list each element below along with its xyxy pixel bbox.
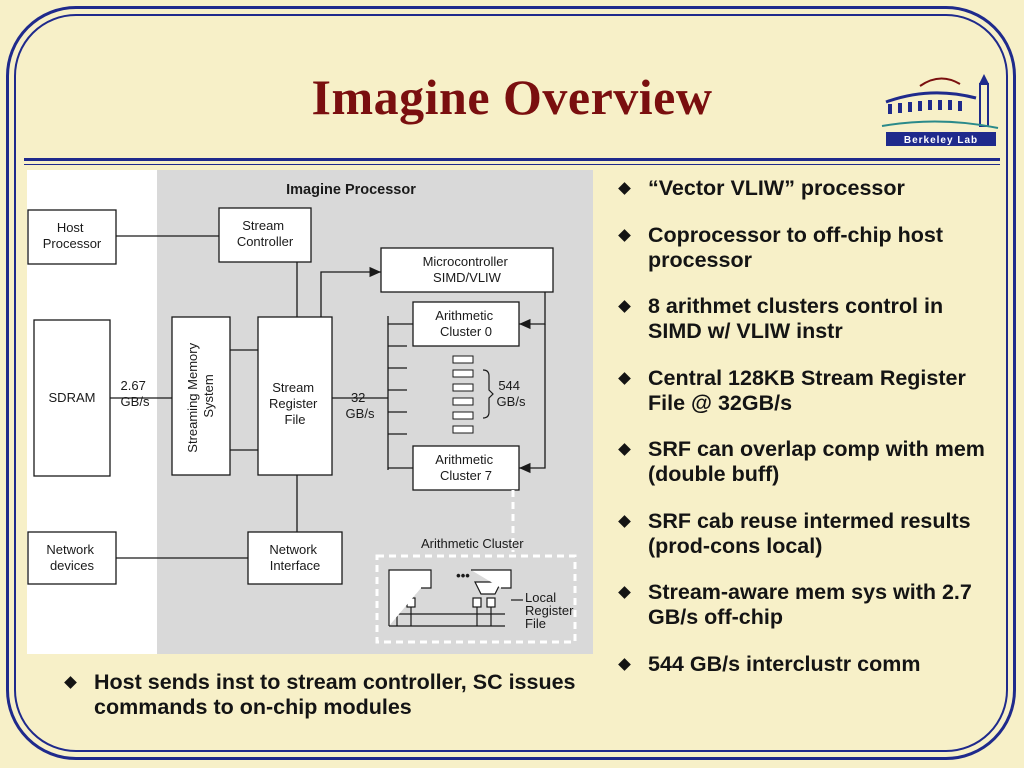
bullet-item: “Vector VLIW” processor (612, 176, 1002, 201)
arith-cluster-0-label: Arithmetic Cluster 0 (435, 308, 496, 339)
logo-text: Berkeley Lab (904, 135, 978, 146)
diamond-bullet-icon (618, 586, 631, 599)
diamond-bullet-icon (618, 371, 631, 385)
bullet-item: SRF cab reuse intermed results (prod-con… (612, 509, 1002, 559)
diamond-bullet-icon (618, 228, 631, 242)
arith-cluster-detail-box (375, 554, 577, 644)
bullet-text: 544 GB/s interclustr comm (648, 651, 921, 676)
diagram-title: Imagine Processor (286, 182, 416, 198)
bullet-text: SRF can overlap comp with mem (double bu… (648, 437, 985, 486)
sdram-label: SDRAM (49, 390, 96, 405)
cluster-bw-brace (482, 369, 494, 419)
bottom-bullet-text: Host sends inst to stream controller, SC… (94, 670, 576, 719)
slide-frame-inner (14, 14, 1008, 752)
microcontroller-label: Microcontroller SIMD/VLIW (423, 254, 512, 285)
bullet-item: Central 128KB Stream Register File @ 32G… (612, 366, 1002, 416)
network-devices-label: Network devices (46, 542, 97, 573)
network-interface-box (247, 531, 343, 585)
streaming-memory-label: Streaming Memory System (185, 339, 216, 452)
srf-label: Stream Register File (269, 380, 321, 427)
diamond-bullet-icon (64, 676, 77, 689)
berkeley-lab-logo-icon: Berkeley Lab (881, 74, 999, 146)
arith-cluster-0-box (412, 301, 520, 347)
cluster-detail-internals (388, 569, 523, 627)
diagram-connections (110, 235, 546, 559)
sdram-box (33, 319, 111, 477)
bullet-list: “Vector VLIW” processor Coprocessor to o… (612, 176, 1002, 698)
diamond-bullet-icon (618, 300, 631, 313)
slide-frame-outer (6, 6, 1016, 760)
host-processor-box (27, 209, 117, 265)
cluster-ellipsis: ••• (456, 568, 470, 583)
bullet-text: 8 arithmet clusters control in SIMD w/ V… (648, 294, 944, 343)
bullet-item: SRF can overlap comp with mem (double bu… (612, 437, 1002, 487)
bullet-item: Coprocessor to off-chip host processor (612, 223, 1002, 273)
host-processor-label: Host Processor (43, 220, 102, 251)
bullet-text: “Vector VLIW” processor (648, 176, 905, 200)
bullet-item: Stream-aware mem sys with 2.7 GB/s off-c… (612, 580, 1002, 630)
bullet-text: Stream-aware mem sys with 2.7 GB/s off-c… (648, 580, 972, 629)
slide-title: Imagine Overview (311, 69, 713, 125)
network-devices-box (27, 531, 117, 585)
microcontroller-box (380, 247, 554, 293)
arith-cluster-detail-label: Arithmetic Cluster (421, 536, 524, 551)
arith-cluster-7-label: Arithmetic Cluster 7 (435, 452, 496, 483)
diamond-bullet-icon (618, 443, 631, 456)
stream-controller-label: Stream Controller (237, 218, 294, 249)
intercluster-stack (452, 355, 474, 434)
diamond-bullet-icon (618, 657, 631, 671)
bullet-text: Coprocessor to off-chip host processor (648, 222, 944, 272)
diamond-bullet-icon (618, 514, 631, 528)
title-rule (24, 158, 1000, 161)
cluster-bw-label: 544 GB/s (497, 378, 526, 409)
imagine-architecture-diagram: Imagine Processor (27, 170, 593, 654)
arith-cluster-7-box (412, 445, 520, 491)
diamond-bullet-icon (618, 182, 631, 195)
stream-controller-box (218, 207, 312, 263)
lrf-label: Local Register File (525, 590, 577, 631)
bullet-item: 8 arithmet clusters control in SIMD w/ V… (612, 294, 1002, 344)
srf-box (257, 316, 333, 476)
srf-bw-label: 32 GB/s (346, 390, 375, 421)
bullet-item: 544 GB/s interclustr comm (612, 652, 1002, 677)
sdram-bw-label: 2.67 GB/s (121, 378, 150, 409)
bullet-text: SRF cab reuse intermed results (prod-con… (648, 508, 971, 558)
streaming-memory-box (171, 316, 231, 476)
bullet-text: Central 128KB Stream Register File @ 32G… (648, 365, 966, 415)
network-interface-label: Network Interface (269, 542, 320, 573)
title-rule-thin (24, 164, 1000, 165)
bottom-bullet: Host sends inst to stream controller, SC… (64, 670, 604, 720)
